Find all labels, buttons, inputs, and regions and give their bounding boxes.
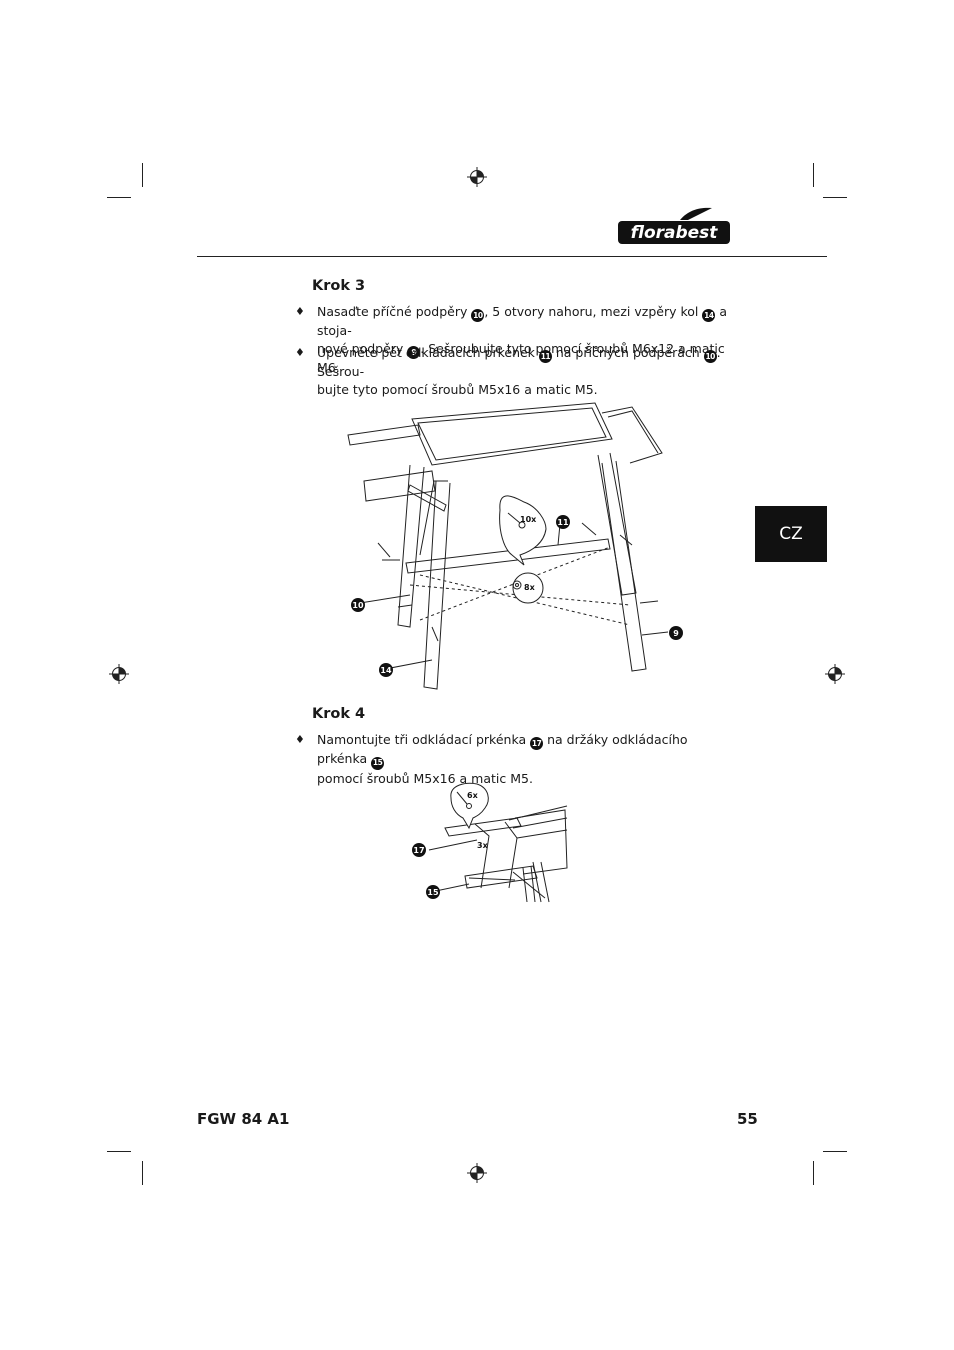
- step4-assembly-figure: 6x 3x 17 15: [412, 782, 568, 903]
- registration-mark-icon: [825, 664, 845, 684]
- language-tab: CZ: [755, 506, 827, 562]
- figure-label-17: 17: [413, 846, 424, 855]
- footer-model: FGW 84 A1: [197, 1110, 290, 1128]
- step3-b2-text: bujte tyto pomocí šroubů M5x16 a matic M…: [317, 381, 598, 397]
- part-number-badge: 14: [702, 309, 716, 323]
- part-number-badge: 11: [538, 350, 552, 364]
- crop-mark: [823, 197, 847, 198]
- step3-b1-text: a stoja-: [317, 304, 727, 339]
- step3-bullet-1: ♦ Nasaďte příčné podpěry 10, 5 otvory na…: [295, 303, 737, 377]
- page-number: 55: [737, 1110, 758, 1128]
- part-number-badge: 10: [703, 350, 717, 364]
- step3-assembly-figure: 10x 8x 10 11 14 9: [347, 402, 683, 690]
- step4-b1-text: pomocí šroubů M5x16 a matic M5.: [317, 770, 533, 786]
- registration-mark-icon: [467, 167, 487, 187]
- header-rule: [197, 256, 827, 257]
- figure-label-11: 11: [557, 518, 569, 527]
- figure-label-15: 15: [427, 888, 439, 897]
- logo-text: florabest: [631, 223, 719, 243]
- crop-mark: [823, 1151, 847, 1152]
- florabest-logo: florabest: [618, 207, 730, 244]
- callout-nuts-count: 8x: [524, 583, 536, 592]
- step4-title: Krok 4: [312, 706, 366, 722]
- part-number-badge: 17: [530, 737, 544, 751]
- callout-count: 3x: [477, 841, 489, 850]
- registration-mark-icon: [109, 664, 129, 684]
- crop-mark: [107, 1151, 131, 1152]
- part-number-badge: 15: [371, 756, 385, 770]
- language-tab-label: CZ: [779, 524, 803, 544]
- step3-b1-text: , 5 otvory nahoru, mezi vzpěry kol: [484, 304, 703, 319]
- step4-b1-text: Namontujte tři odkládací prkénka: [317, 732, 531, 747]
- step3-b2-text: . Sešrou-: [317, 345, 721, 380]
- bullet-diamond-icon: ♦: [295, 733, 305, 746]
- crop-mark: [142, 1161, 143, 1185]
- crop-mark: [813, 1161, 814, 1185]
- step3-bullet-2: ♦ Upevněte pět odkládacích prkének 11 na…: [295, 344, 737, 398]
- step3-b1-text: nové podpěry: [317, 340, 408, 356]
- crop-mark: [107, 197, 131, 198]
- step4-b1-text: na držáky odkládacího prkénka: [317, 732, 688, 767]
- figure-label-10: 10: [352, 601, 364, 610]
- step3-b1-text: . Sešroubujte tyto pomocí šroubů M6x12 a…: [317, 340, 725, 375]
- step3-b1-text: Nasaďte příčné podpěry: [317, 304, 472, 319]
- registration-mark-icon: [467, 1163, 487, 1183]
- part-number-badge: 9: [407, 346, 421, 359]
- step3-b2-text: Upevněte pět odkládacích prkének: [317, 345, 539, 360]
- part-number-badge: 10: [471, 309, 485, 323]
- step3-title: Krok 3: [312, 278, 366, 294]
- callout-screws-count: 10x: [520, 515, 537, 524]
- step4-bullet-1: ♦ Namontujte tři odkládací prkénka 17 na…: [295, 731, 737, 787]
- figure-label-9: 9: [673, 629, 679, 638]
- figure-label-14: 14: [380, 666, 392, 675]
- step3-b2-text: na příčných podpěrách: [551, 345, 704, 360]
- callout-screws-count: 6x: [467, 791, 479, 800]
- bullet-diamond-icon: ♦: [295, 305, 305, 318]
- bullet-diamond-icon: ♦: [295, 346, 305, 359]
- crop-mark: [142, 163, 143, 187]
- crop-mark: [813, 163, 814, 187]
